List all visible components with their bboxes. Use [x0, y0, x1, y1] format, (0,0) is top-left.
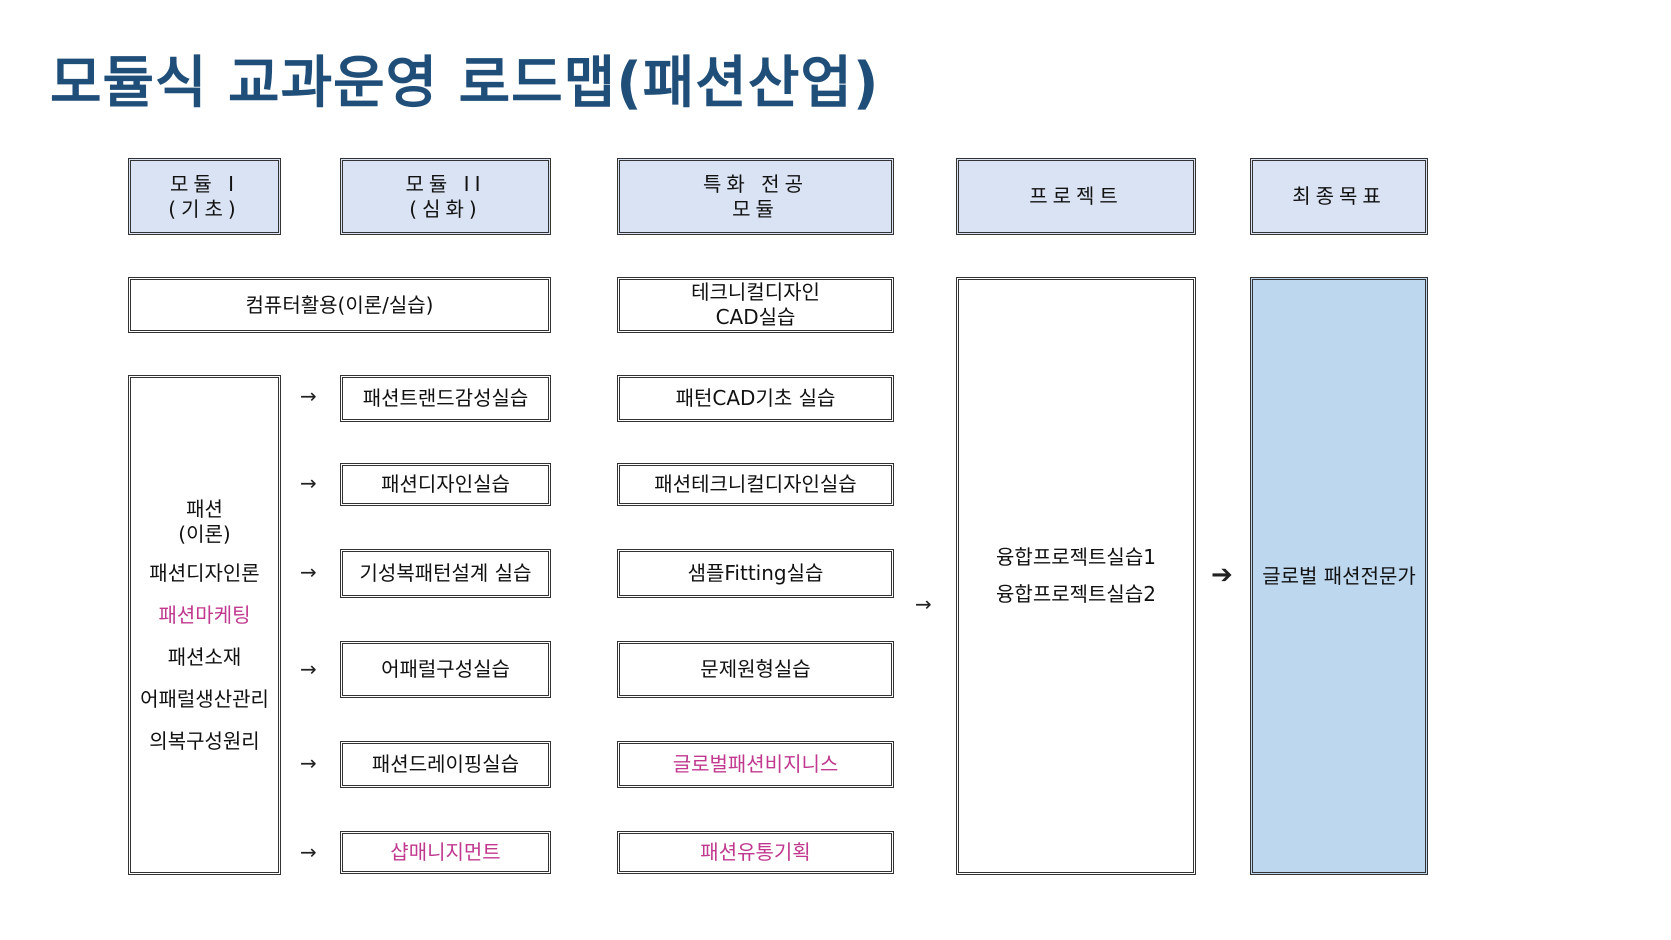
- project-item: 융합프로젝트실습2: [996, 582, 1156, 606]
- module1-item: 패션소재: [167, 644, 242, 669]
- module2-item-label: 기성복패턴설계 실습: [359, 561, 532, 585]
- module1-item: 패션마케팅: [158, 602, 251, 627]
- common-course-label: 컴퓨터활용(이론/실습): [245, 292, 434, 317]
- module2-item: 패션트랜드감성실습: [340, 375, 551, 422]
- header-module1-line2: (기초): [168, 196, 241, 221]
- module1-box: 패션 (이론) 패션디자인론 패션마케팅 패션소재 어패럴생산관리 의복구성원리: [128, 375, 281, 875]
- goal-box: 글로벌 패션전문가: [1250, 277, 1428, 875]
- module1-heading-line2: (이론): [178, 521, 231, 546]
- arrow-right-icon: ➔: [1211, 560, 1233, 590]
- arrow-right-icon: →: [300, 840, 317, 864]
- special-item: 샘플Fitting실습: [617, 549, 894, 598]
- arrow-right-icon: →: [300, 560, 317, 584]
- module2-item-label: 패션트랜드감성실습: [362, 386, 529, 410]
- project-item: 융합프로젝트실습1: [996, 545, 1156, 569]
- special-top-line2: CAD실습: [715, 305, 796, 329]
- special-item-label: 패턴CAD기초 실습: [675, 386, 836, 410]
- module1-list: 패션 (이론) 패션디자인론 패션마케팅 패션소재 어패럴생산관리 의복구성원리: [140, 497, 269, 754]
- project-box: 융합프로젝트실습1 융합프로젝트실습2: [956, 277, 1196, 875]
- module2-item-label: 샵매니지먼트: [390, 840, 501, 864]
- module1-heading-line1: 패션: [186, 496, 223, 521]
- header-special-line1: 특화 전공: [703, 171, 808, 196]
- header-module2-line1: 모듈 II: [405, 171, 486, 196]
- module2-item: 샵매니지먼트: [340, 831, 551, 874]
- special-item-label: 패션유통기획: [700, 840, 811, 864]
- header-module1: 모듈 I (기초): [128, 158, 281, 235]
- arrow-right-icon: →: [300, 657, 317, 681]
- header-special: 특화 전공 모듈: [617, 158, 894, 235]
- module2-item: 패션드레이핑실습: [340, 741, 551, 788]
- special-top-box: 테크니컬디자인 CAD실습: [617, 277, 894, 333]
- module1-item: 패션디자인론: [149, 560, 260, 585]
- special-item: 문제원형실습: [617, 641, 894, 698]
- arrow-right-icon: →: [300, 471, 317, 495]
- special-item: 패션테크니컬디자인실습: [617, 463, 894, 506]
- header-project-label: 프로젝트: [1029, 184, 1123, 208]
- module2-item-label: 어패럴구성실습: [381, 657, 510, 681]
- special-item: 패션유통기획: [617, 831, 894, 874]
- header-module2: 모듈 II (심화): [340, 158, 551, 235]
- arrow-right-icon: →: [300, 384, 317, 408]
- special-top-line1: 테크니컬디자인: [691, 280, 820, 304]
- module1-item: 의복구성원리: [149, 728, 260, 753]
- header-module2-line2: (심화): [409, 196, 482, 221]
- arrow-right-icon: →: [915, 592, 932, 616]
- header-project: 프로젝트: [956, 158, 1196, 235]
- module2-item-label: 패션드레이핑실습: [371, 752, 520, 776]
- special-item-label: 패션테크니컬디자인실습: [654, 472, 857, 496]
- special-item-label: 글로벌패션비지니스: [672, 752, 839, 776]
- special-item-label: 문제원형실습: [700, 657, 811, 681]
- module2-item: 어패럴구성실습: [340, 641, 551, 698]
- header-special-line2: 모듈: [732, 196, 779, 221]
- module1-item: 어패럴생산관리: [140, 686, 269, 711]
- page-title: 모듈식 교과운영 로드맵(패션산업): [50, 51, 880, 116]
- special-item: 패턴CAD기초 실습: [617, 375, 894, 422]
- module2-item-label: 패션디자인실습: [381, 472, 510, 496]
- header-goal: 최종목표: [1250, 158, 1428, 235]
- special-item: 글로벌패션비지니스: [617, 741, 894, 788]
- module2-item: 패션디자인실습: [340, 463, 551, 506]
- project-list: 융합프로젝트실습1 융합프로젝트실습2: [996, 545, 1156, 607]
- header-module1-line1: 모듈 I: [169, 171, 240, 196]
- special-item-label: 샘플Fitting실습: [687, 561, 824, 585]
- common-course-box: 컴퓨터활용(이론/실습): [128, 277, 551, 333]
- arrow-right-icon: →: [300, 751, 317, 775]
- header-goal-label: 최종목표: [1292, 184, 1386, 208]
- goal-label: 글로벌 패션전문가: [1262, 563, 1416, 588]
- module2-item: 기성복패턴설계 실습: [340, 549, 551, 598]
